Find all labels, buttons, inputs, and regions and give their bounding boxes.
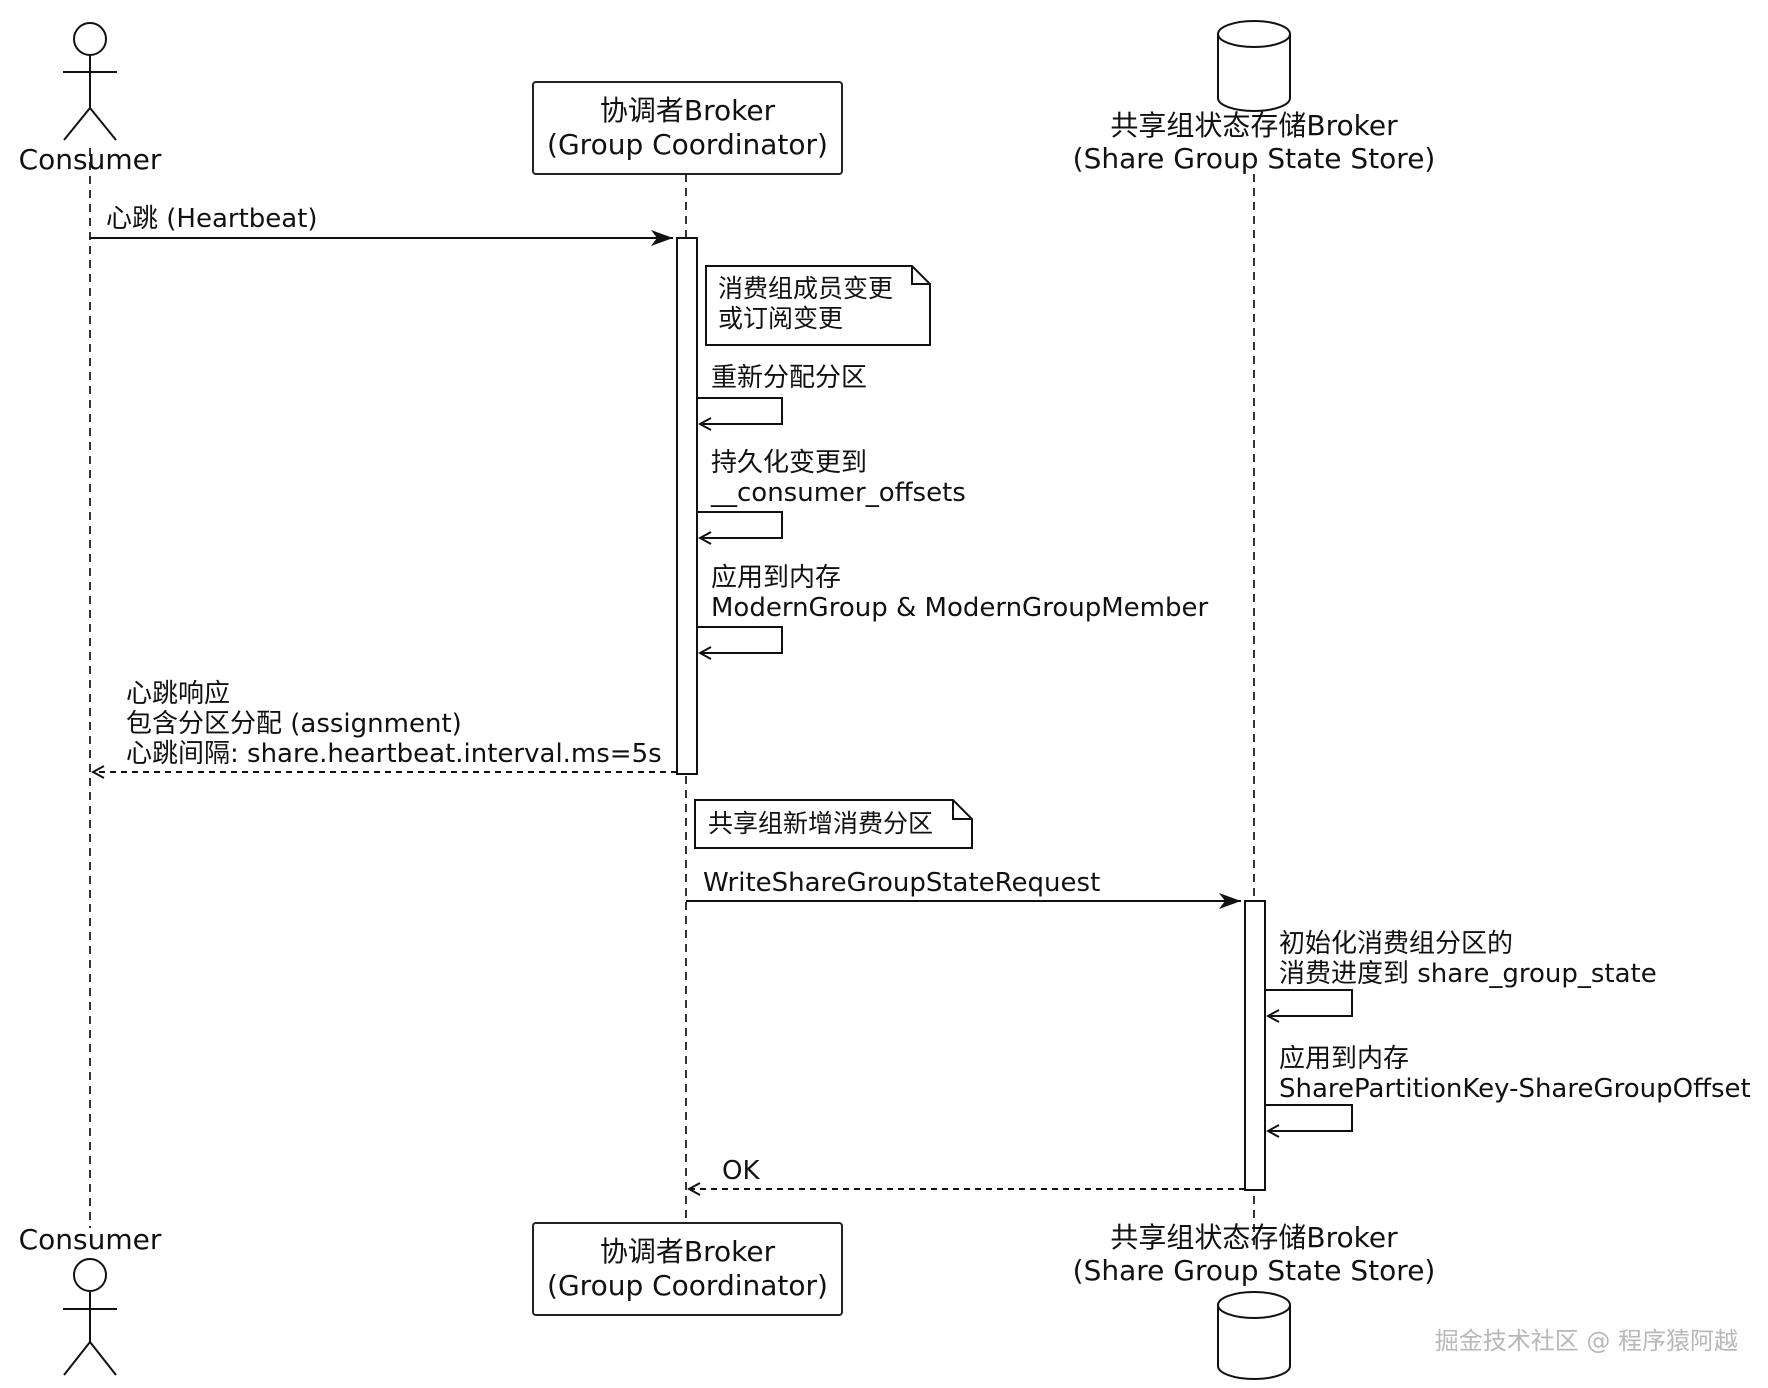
- persist-label-line2: __consumer_offsets: [711, 478, 966, 508]
- response-label-line1: 心跳响应: [126, 679, 231, 709]
- init-self-arrow: [1265, 989, 1353, 1016]
- store-title-bottom: 共享组状态存储Broker: [1110, 1221, 1398, 1254]
- response-label-line3: 心跳间隔: share.heartbeat.interval.ms=5s: [126, 739, 662, 769]
- note-new-partition-text: 共享组新增消费分区: [708, 809, 934, 838]
- ok-label: OK: [722, 1156, 760, 1186]
- watermark: 掘金技术社区 @ 程序猿阿越: [1434, 1327, 1738, 1355]
- coordinator-box-bottom: 协调者Broker (Group Coordinator): [532, 1222, 843, 1316]
- heartbeat-label: 心跳 (Heartbeat): [106, 204, 318, 234]
- init-label-line1: 初始化消费组分区的: [1279, 929, 1514, 959]
- note-member-change-line2: 或订阅变更: [718, 304, 844, 333]
- note-new-partition: [694, 799, 973, 849]
- coordinator-subtitle: (Group Coordinator): [547, 128, 828, 161]
- consumer-label-top: Consumer: [18, 143, 162, 176]
- reassign-label: 重新分配分区: [711, 363, 868, 393]
- store-apply-label-line1: 应用到内存: [1279, 1044, 1410, 1074]
- store-activation-bar: [1244, 900, 1266, 1191]
- consumer-actor-icon-top: [63, 22, 117, 141]
- note-member-change: [705, 265, 931, 346]
- store-apply-label-line2: SharePartitionKey-ShareGroupOffset: [1279, 1074, 1751, 1104]
- persist-label-line1: 持久化变更到: [711, 448, 868, 478]
- consumer-actor-icon-bottom: [63, 1258, 117, 1376]
- apply-label-line1: 应用到内存: [711, 563, 842, 593]
- reassign-self-arrow: [697, 397, 783, 424]
- consumer-label-bottom: Consumer: [18, 1223, 162, 1256]
- store-apply-self-arrow: [1265, 1104, 1353, 1131]
- note-member-change-line1: 消费组成员变更: [718, 274, 894, 303]
- coordinator-title: 协调者Broker: [599, 1235, 776, 1268]
- coordinator-activation-bar: [676, 237, 698, 775]
- store-subtitle-bottom: (Share Group State Store): [1072, 1254, 1436, 1287]
- store-subtitle-top: (Share Group State Store): [1072, 142, 1436, 175]
- store-title-top: 共享组状态存储Broker: [1110, 109, 1398, 142]
- coordinator-box-top: 协调者Broker (Group Coordinator): [532, 81, 843, 175]
- coordinator-title: 协调者Broker: [599, 94, 776, 127]
- persist-self-arrow: [697, 511, 783, 538]
- apply-label-line2: ModernGroup & ModernGroupMember: [711, 593, 1209, 623]
- write-request-label: WriteShareGroupStateRequest: [703, 868, 1101, 898]
- init-label-line2: 消费进度到 share_group_state: [1279, 959, 1657, 989]
- response-label-line2: 包含分区分配 (assignment): [126, 709, 462, 739]
- apply-self-arrow: [697, 626, 783, 653]
- database-icon-top: [1217, 20, 1291, 112]
- coordinator-subtitle: (Group Coordinator): [547, 1269, 828, 1302]
- database-icon-bottom: [1217, 1291, 1291, 1380]
